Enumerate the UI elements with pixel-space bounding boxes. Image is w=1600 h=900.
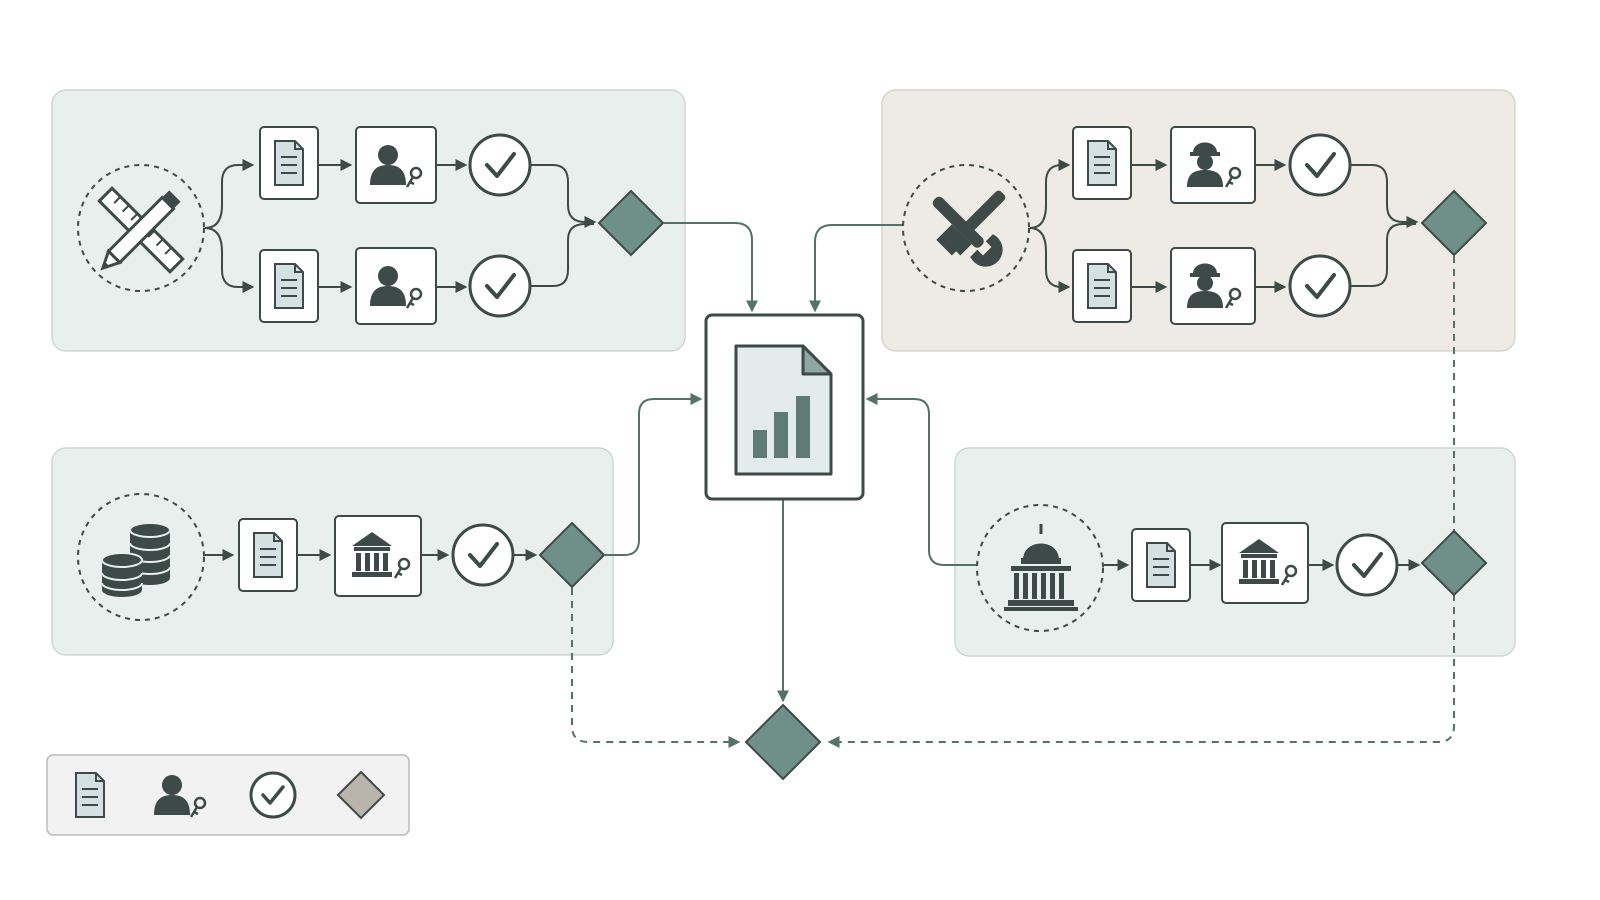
document-icon bbox=[1072, 126, 1132, 200]
checkmark-icon bbox=[1335, 533, 1399, 597]
government-panel-flow bbox=[976, 504, 1487, 632]
legend-checkmark-icon bbox=[249, 771, 297, 819]
pencil-ruler-icon bbox=[97, 186, 185, 274]
connector-construction-to-report bbox=[809, 224, 903, 313]
legend bbox=[46, 754, 410, 836]
capitol-building-icon bbox=[1004, 524, 1078, 611]
document-icon bbox=[238, 518, 298, 592]
coin-stack-icon bbox=[101, 522, 171, 597]
worker-key-icon bbox=[1171, 127, 1255, 203]
finance-panel-flow bbox=[77, 493, 605, 621]
dashed-connectors bbox=[571, 256, 1455, 748]
dashed-construction-to-final bbox=[827, 256, 1455, 748]
hammer-wrench-icon bbox=[932, 190, 1006, 267]
legend-document-icon bbox=[75, 772, 105, 818]
connector-government-to-report bbox=[865, 393, 978, 566]
checkmark-icon bbox=[451, 523, 515, 587]
document-icon bbox=[1131, 528, 1191, 602]
finance-panel bbox=[51, 447, 614, 656]
checkmark-icon bbox=[1288, 133, 1352, 197]
checkmark-icon bbox=[468, 133, 532, 197]
document-icon bbox=[259, 126, 319, 200]
central-report-node bbox=[704, 313, 865, 501]
final-gateway bbox=[744, 703, 822, 781]
legend-diamond-gateway bbox=[336, 770, 386, 820]
checkmark-icon bbox=[1288, 254, 1352, 318]
worker-key-icon bbox=[1171, 248, 1255, 324]
document-icon bbox=[259, 249, 319, 323]
connector-finance-to-report bbox=[605, 393, 703, 556]
person-key-icon bbox=[356, 248, 436, 324]
bank-key-icon bbox=[335, 516, 421, 596]
checkmark-icon bbox=[468, 254, 532, 318]
connector-design-to-report bbox=[664, 222, 758, 313]
central-connectors bbox=[605, 222, 978, 703]
person-key-icon bbox=[356, 127, 436, 203]
construction-panel-flow bbox=[902, 126, 1487, 324]
report-chart-icon bbox=[734, 344, 833, 476]
bank-key-icon bbox=[1222, 523, 1308, 603]
design-panel-flow bbox=[77, 126, 664, 324]
document-icon bbox=[1072, 249, 1132, 323]
